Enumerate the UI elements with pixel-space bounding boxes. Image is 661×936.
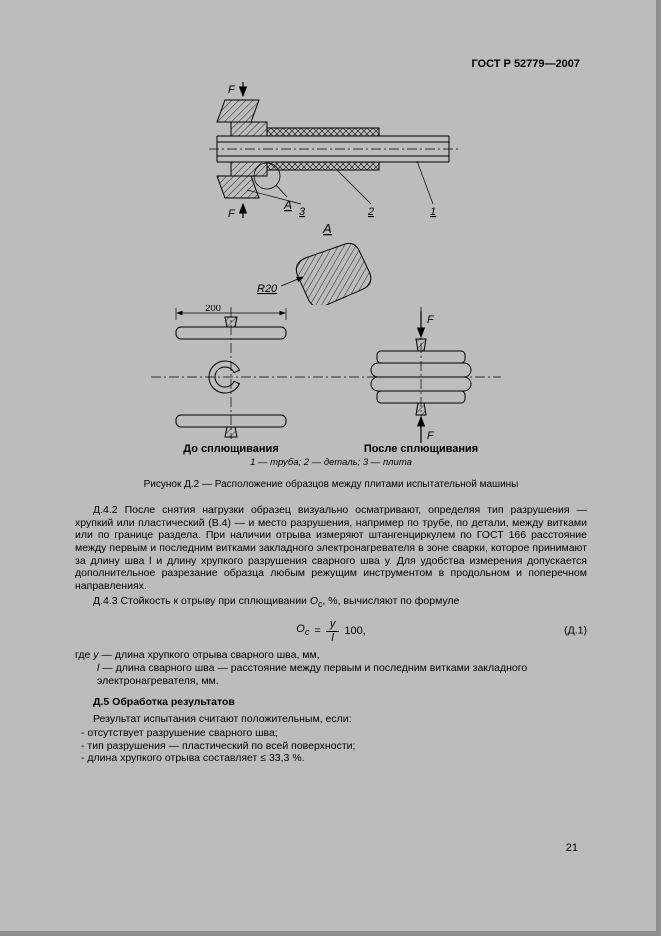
dimension-label-200: 200	[205, 305, 221, 314]
detail-leader	[275, 184, 288, 198]
leader-part-3	[246, 189, 302, 205]
pipe-cross-section	[208, 360, 241, 394]
coupling-wall-bottom	[266, 161, 380, 171]
figure-caption: Рисунок Д.2 — Расположение образцов межд…	[143, 478, 519, 490]
where-var-y: у	[93, 649, 99, 662]
force-label-bottom: F	[427, 430, 435, 442]
d5-item-1: - отсутствует разрушение сварного шва;	[81, 727, 278, 740]
formula-fraction: у l	[325, 618, 340, 644]
paragraph-d43: Д.4.3 Стойкость к отрыву при сплющивании…	[75, 595, 587, 611]
label-after-flattening: После сплющивания	[364, 443, 478, 455]
formula-factor: 100,	[344, 624, 366, 637]
d5-intro: Результат испытания считают положительны…	[93, 712, 352, 725]
d43-variable: О	[309, 595, 319, 608]
where-line-y: где у — длина хрупкого отрыва сварного ш…	[75, 649, 587, 662]
where-def-y: — длина хрупкого отрыва сварного шва, мм…	[98, 649, 320, 662]
leader-part-2	[335, 168, 372, 205]
detail-ref-label: А	[283, 198, 292, 212]
leader-part-1	[416, 160, 434, 205]
ram-bottom-left	[224, 426, 238, 438]
formula-lhs: Ос	[296, 623, 310, 638]
where-intro: где	[75, 649, 91, 662]
d43-variable-sub: с	[318, 599, 323, 610]
drawing-specimen-between-plates: F	[209, 82, 459, 220]
ram-top-left	[224, 316, 238, 328]
part-label-1: 1	[430, 206, 436, 218]
force-label-bottom: F	[228, 208, 236, 220]
ram-top-right	[415, 338, 427, 352]
formula-number: (Д.1)	[564, 624, 587, 637]
d43-text-end: , %, вычисляют по формуле	[322, 595, 460, 608]
detail-circle	[253, 162, 281, 190]
where-line-l: l — длина сварного шва — расстояние межд…	[97, 662, 587, 687]
weld-section-shape	[295, 242, 372, 305]
figure-d2: F	[121, 80, 541, 491]
label-before-flattening: До сплющивания	[183, 443, 279, 455]
formula-expression: Ос = у l 100,	[296, 618, 366, 644]
view-after-flattening: F F	[370, 307, 472, 445]
figure-legend: 1 — труба; 2 — деталь; 3 — плита	[250, 457, 412, 468]
radius-leader	[280, 276, 304, 287]
part-label-3: 3	[299, 206, 306, 218]
ram-bottom-right	[415, 402, 427, 416]
where-def-l: — длина сварного шва — расстояние между …	[97, 661, 528, 687]
drawing-detail-a: А R20	[257, 221, 372, 305]
coupling-wall-top	[266, 127, 380, 137]
formula-denominator: l	[331, 631, 334, 644]
paragraph-d42: Д.4.2 После снятия нагрузки образец визу…	[75, 504, 587, 592]
doc-header: ГОСТ Р 52779—2007	[471, 58, 580, 70]
radius-label: R20	[257, 283, 278, 295]
section-d5-title: Д.5 Обработка результатов	[93, 696, 235, 709]
part-label-2: 2	[367, 206, 374, 218]
d5-item-3: - длина хрупкого отрыва составляет ≤ 33,…	[81, 752, 305, 765]
where-var-l: l	[97, 661, 100, 674]
pipe-outline	[216, 135, 450, 163]
page-number: 21	[565, 842, 578, 854]
view-before-flattening: 200	[175, 305, 287, 439]
force-label-top: F	[228, 84, 236, 96]
formula-numerator: у	[325, 618, 340, 632]
press-plate-bottom	[216, 175, 260, 199]
where-block: где у — длина хрупкого отрыва сварного ш…	[75, 649, 587, 687]
detail-title: А	[322, 221, 332, 236]
formula-equals: =	[314, 624, 321, 637]
page-content: F	[75, 80, 587, 765]
fitting-socket-top	[230, 121, 268, 137]
drawing-flattening-views: 200 F	[151, 305, 501, 455]
press-plate-top	[216, 99, 260, 123]
d5-item-2: - тип разрушения — пластический по всей …	[81, 739, 356, 752]
formula-d1: Ос = у l 100, (Д.1)	[75, 618, 587, 644]
d43-text-start: Д.4.3 Стойкость к отрыву при сплющивании	[93, 595, 310, 608]
plate-top-left	[175, 326, 287, 340]
force-label-top: F	[427, 314, 435, 326]
